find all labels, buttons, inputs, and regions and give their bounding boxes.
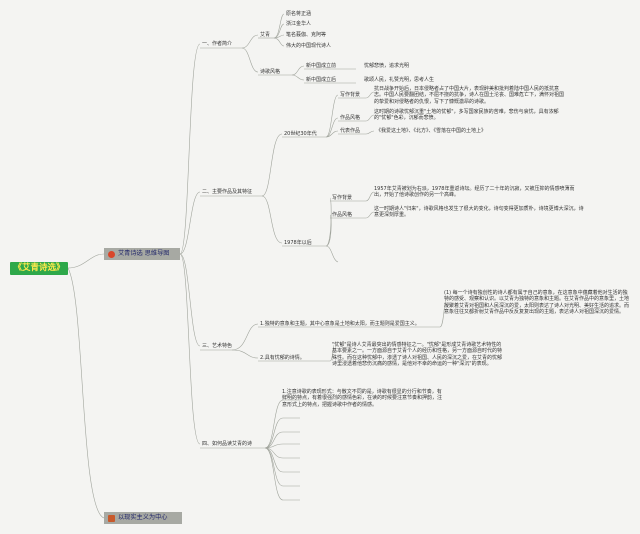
hub-node-mindmap[interactable]: 艾青诗选 思维导图 xyxy=(104,248,180,260)
hub-label: 艾青诗选 思维导图 xyxy=(118,250,170,257)
section-how-to-read[interactable]: 四、如何品读艾青的诗 xyxy=(202,441,253,447)
reading-tip: 1.注意诗歌的表现形式：与散文不同的是，诗歌有很显的分行和节奏，有鲜明的特点，有… xyxy=(282,389,443,408)
author-fact: 原名蒋正涵 xyxy=(286,11,312,17)
style-period-text: 歌颂人民，礼赞光明，思考人生 xyxy=(364,77,435,83)
subnode-text: 这时期的诗歌忧郁沉重"土地的忧郁"，多写国家民族的苦难，悲伤与哀忧，具有浓郁的"… xyxy=(374,109,559,122)
author-fact: 浙江金华人 xyxy=(286,21,312,27)
subnode-label: 写作背景 xyxy=(332,195,353,201)
feature-label: 2.具有忧郁的诗情。 xyxy=(260,355,305,361)
root-node[interactable]: 《艾青诗选》 xyxy=(10,262,68,275)
section-main-works[interactable]: 二、主要作品及其特征 xyxy=(202,189,253,195)
subnode-text: 这一时期诗人"归来"，诗歌风格也发生了很大的变化，诗句变得更加质朴，诗境更博大深… xyxy=(374,206,584,219)
style-period-label: 新中国成立后 xyxy=(306,77,337,83)
node-period-1930s[interactable]: 20世纪30年代 xyxy=(284,131,317,137)
section-art-features[interactable]: 三、艺术特色 xyxy=(202,343,233,349)
feature-text: "忧郁"是诗人艾青最突出的情感特征之一。"忧郁"是形成艾青诗歌艺术特性的基本要素… xyxy=(332,342,503,368)
feature-text: (1) 每一个诗有独创性的诗人都有属于自己的意象，在这意象中蕴藏着他对生活的独特… xyxy=(444,290,630,316)
subnode-label: 作品风格 xyxy=(340,115,361,121)
hub-node-realism[interactable]: 以现实主义为中心 xyxy=(104,512,182,524)
hub-label: 以现实主义为中心 xyxy=(118,514,168,521)
subnode-label: 写作背景 xyxy=(340,92,361,98)
author-fact: 伟大的中国现代诗人 xyxy=(286,43,332,49)
node-author[interactable]: 艾青 xyxy=(260,32,271,38)
subnode-label: 代表作品 xyxy=(340,128,361,134)
style-period-text: 忧郁悲愤，追求光明 xyxy=(364,63,410,69)
square-icon xyxy=(108,514,115,522)
subnode-text: 《我爱这土地》、《北方》、《雪落在中国的土地上》 xyxy=(376,128,487,134)
subnode-label: 作品风格 xyxy=(332,212,353,218)
feature-label: 1.独特的意象和主题，其中心意象是土地和太阳，而主题则是爱国主义。 xyxy=(260,321,420,327)
subnode-text: 1957年艾青被划为右派，1978年重返诗坛。经历了二十年的沉寂，又被压抑的情感… xyxy=(374,186,575,199)
node-poetry-style[interactable]: 诗歌风格 xyxy=(260,69,281,75)
style-period-label: 新中国成立前 xyxy=(306,63,337,69)
author-fact: 笔名莪伽、克阿等 xyxy=(286,32,327,38)
circle-icon xyxy=(108,250,115,258)
section-author-intro[interactable]: 一、作者简介 xyxy=(202,41,233,47)
subnode-text: 抗日战争开始后，日本侵略者占了中国大片，表现醉美和批判着陆中国人民的抵抗意志。中… xyxy=(374,86,565,105)
node-period-1978[interactable]: 1978年以后 xyxy=(284,240,312,246)
